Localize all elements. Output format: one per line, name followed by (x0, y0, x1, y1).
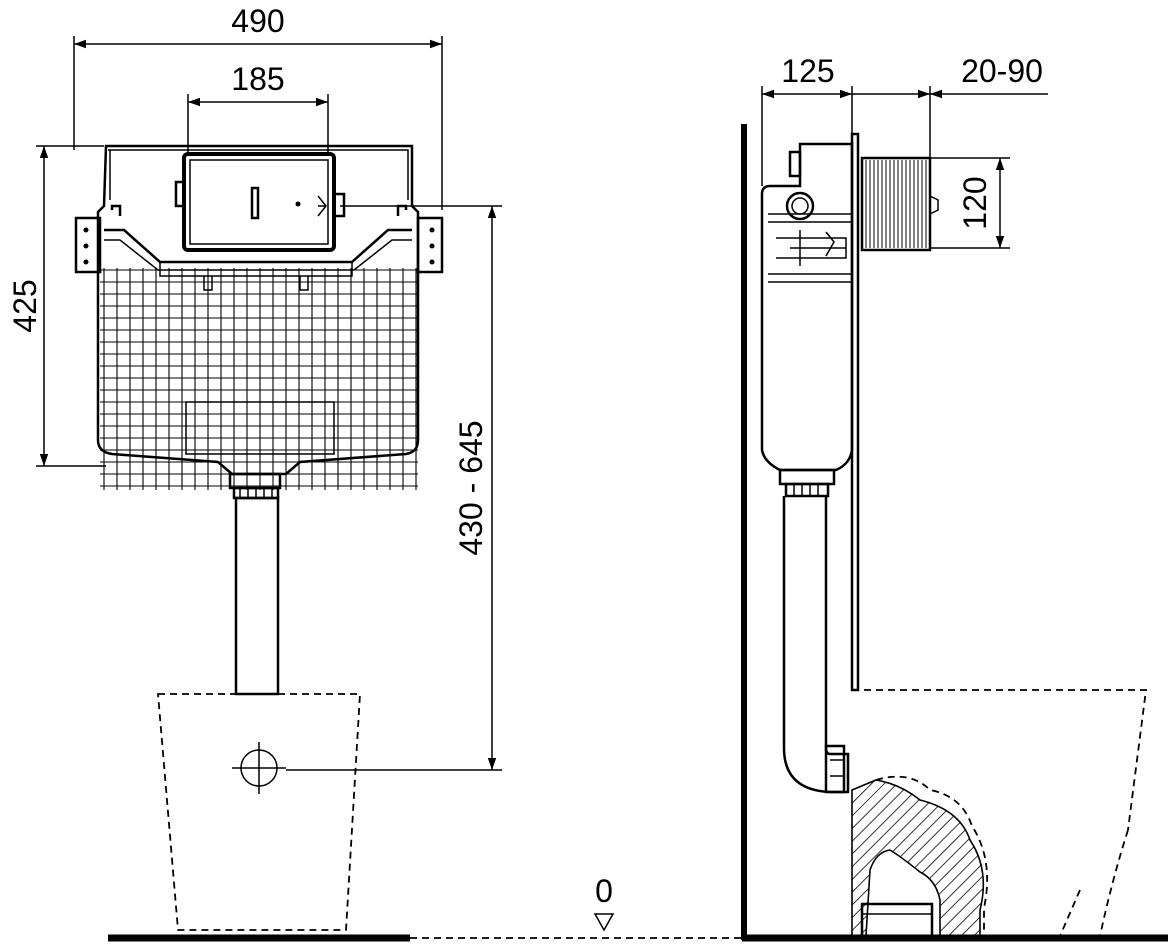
flush-bend-pipe (782, 496, 850, 794)
wc-pan-front (157, 693, 361, 931)
pan-hatched-section (851, 779, 985, 937)
dim-185-label: 185 (231, 61, 284, 97)
floor-level-label: 0 (595, 873, 613, 909)
dim-430-645-label: 430 - 645 (453, 420, 489, 555)
cistern-body (96, 144, 420, 476)
floor-level-marker: 0 (593, 873, 615, 932)
dim-425: 425 (7, 145, 106, 467)
dim-425-label: 425 (7, 279, 43, 332)
dim-20-90: 20-90 (852, 53, 1048, 158)
left-bracket (74, 204, 122, 274)
dim-125: 125 (761, 53, 853, 186)
dim-185: 185 (187, 61, 329, 154)
cistern-side-body (760, 142, 854, 472)
dim-490-label: 490 (231, 3, 284, 39)
button-plate-opening (174, 152, 346, 252)
lower-panel (185, 401, 335, 455)
dim-490: 490 (73, 3, 443, 210)
dim-125-label: 125 (781, 53, 834, 89)
push-plate-side (860, 156, 939, 252)
dim-120: 120 (930, 157, 1010, 249)
wc-pan-side (851, 689, 1148, 938)
dim-120-label: 120 (957, 176, 993, 229)
mounting-frame-grid (100, 268, 418, 490)
dim-430-645: 430 - 645 (286, 205, 502, 771)
flush-pipe (228, 472, 282, 696)
cistern-saddle (104, 228, 412, 264)
right-bracket (396, 204, 444, 274)
dim-20-90-label: 20-90 (961, 53, 1043, 89)
level-triangle-icon (593, 913, 615, 932)
side-view: 125 20-90 120 (741, 53, 1148, 940)
front-view: 490 185 425 430 - 645 (7, 3, 502, 931)
